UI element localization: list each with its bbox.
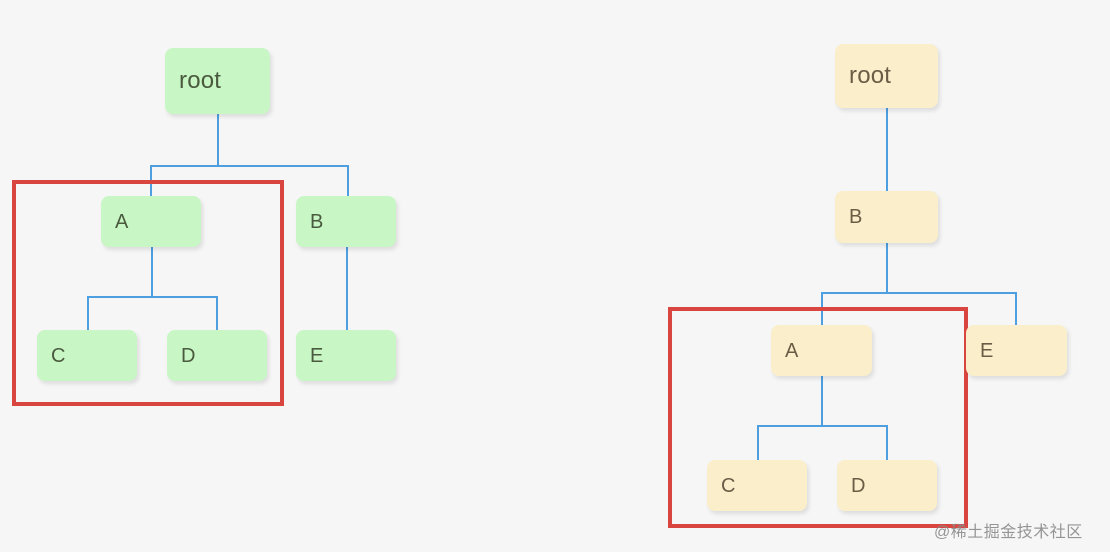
- right-highlight-rect: [668, 307, 968, 528]
- edge-right-root-to-b: [886, 108, 888, 191]
- right-node-d[interactable]: D: [837, 460, 937, 511]
- edge-left-branch2-to-c: [87, 296, 89, 330]
- left-node-c[interactable]: C: [37, 330, 137, 381]
- edge-left-a-down: [151, 247, 153, 297]
- edge-right-a-down: [821, 376, 823, 426]
- right-node-b-label: B: [849, 206, 863, 228]
- edge-right-branch2-span: [757, 425, 888, 427]
- edge-right-branch1-to-e: [1015, 292, 1017, 326]
- left-node-b[interactable]: B: [296, 196, 396, 247]
- edge-right-branch1-span: [821, 292, 1016, 294]
- edge-left-root-down: [217, 114, 219, 166]
- left-node-a-label: A: [115, 210, 129, 233]
- watermark-label: @稀土掘金技术社区: [934, 524, 1083, 541]
- left-node-e[interactable]: E: [296, 330, 396, 381]
- edge-right-b-down: [886, 243, 888, 293]
- edge-left-branch2-to-d: [216, 296, 218, 330]
- edge-right-branch2-to-c: [757, 425, 759, 460]
- left-node-d[interactable]: D: [167, 330, 267, 381]
- edge-left-branch1-span: [150, 165, 348, 167]
- right-node-e[interactable]: E: [966, 325, 1067, 376]
- right-node-root-label: root: [849, 62, 892, 89]
- edge-right-branch2-to-d: [886, 425, 888, 460]
- right-node-a-label: A: [785, 339, 799, 362]
- left-node-a[interactable]: A: [101, 196, 201, 247]
- left-highlight-rect: [12, 180, 284, 406]
- right-node-c-label: C: [721, 474, 736, 497]
- edge-left-b-to-e: [346, 247, 348, 330]
- right-node-c[interactable]: C: [707, 460, 807, 511]
- right-node-e-label: E: [980, 339, 994, 362]
- edge-left-branch1-to-b: [347, 165, 349, 196]
- left-node-c-label: C: [51, 344, 66, 367]
- left-node-root-label: root: [179, 67, 222, 94]
- right-node-a[interactable]: A: [771, 325, 872, 376]
- left-node-e-label: E: [310, 344, 324, 367]
- edge-left-branch2-span: [87, 296, 218, 298]
- left-node-root[interactable]: root: [165, 48, 270, 114]
- left-node-b-label: B: [310, 210, 324, 233]
- right-node-b[interactable]: B: [835, 191, 938, 243]
- right-node-d-label: D: [851, 474, 866, 497]
- left-node-d-label: D: [181, 344, 196, 367]
- right-node-root[interactable]: root: [835, 44, 938, 108]
